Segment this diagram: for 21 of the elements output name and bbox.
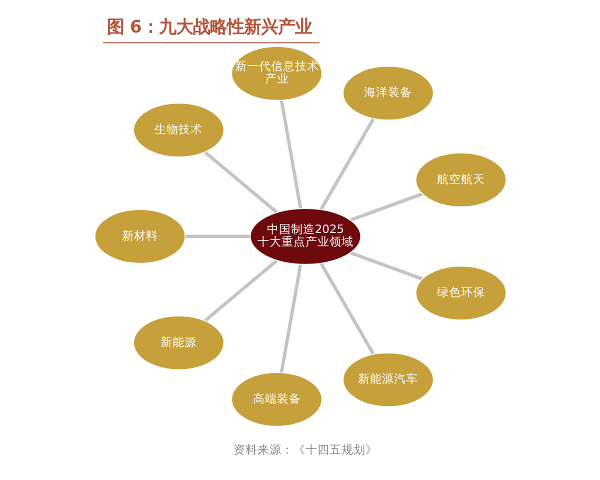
connector (204, 151, 278, 214)
node-ellipse: 海洋装备 (342, 66, 434, 120)
node-ellipse: 新一代信息技术产业 (230, 46, 322, 101)
connector (319, 118, 374, 210)
node-ellipse: 高端装备 (230, 372, 322, 427)
node-ellipse: 新能源 (132, 315, 224, 370)
connector (204, 259, 278, 322)
node-ellipse: 航空航天 (414, 152, 506, 208)
node-ellipse: 绿色环保 (414, 266, 506, 320)
connector (279, 100, 302, 209)
caption: 资料来源：《十四五规划》 (232, 442, 377, 457)
node-ellipse: 新能源汽车 (342, 352, 434, 408)
connector (349, 192, 422, 222)
node-ellipse: 生物技术 (132, 102, 224, 158)
connector (319, 262, 374, 355)
connector (349, 251, 422, 281)
node-ellipse: 中国制造2025十大重点产业领域 (249, 208, 361, 265)
connector (279, 264, 302, 373)
diagram-title: 图 6：九大战略性新兴产业 (106, 18, 312, 38)
node-ellipse: 新材料 (94, 209, 186, 264)
connector (184, 234, 250, 238)
